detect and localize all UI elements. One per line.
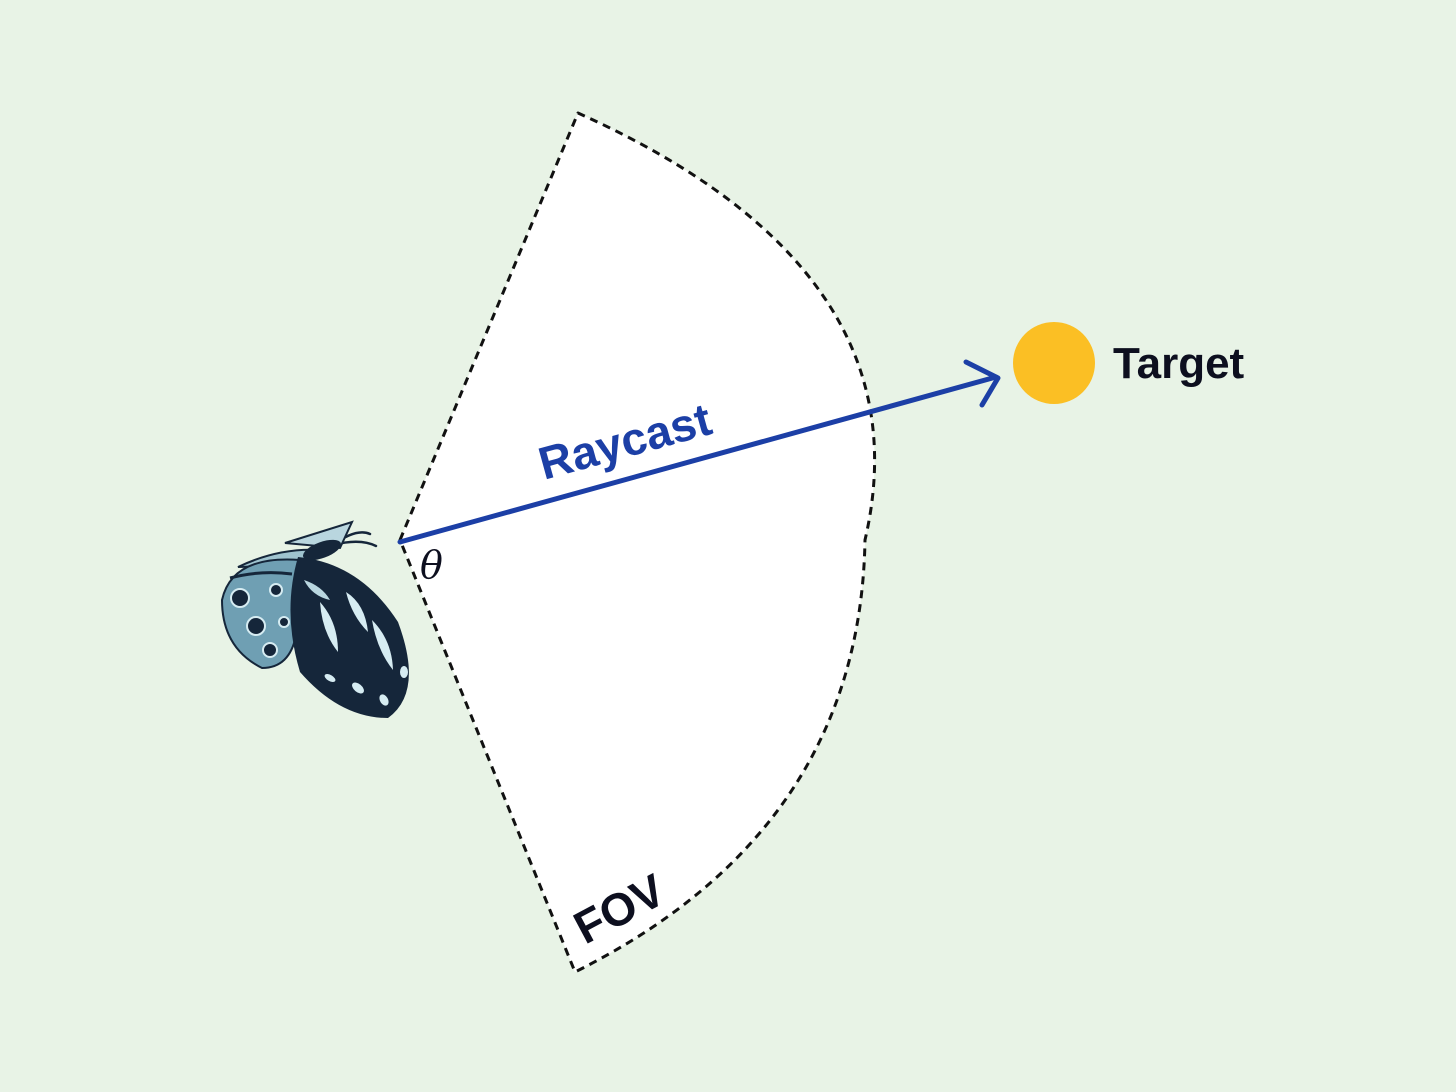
target-label: Target — [1113, 339, 1245, 388]
fov-wedge — [398, 111, 877, 974]
butterfly-icon — [220, 520, 409, 718]
angle-label: θ — [420, 543, 443, 587]
raycast-line — [397, 374, 999, 545]
circle-icon — [1013, 322, 1095, 404]
arrowhead-icon — [963, 359, 1001, 408]
